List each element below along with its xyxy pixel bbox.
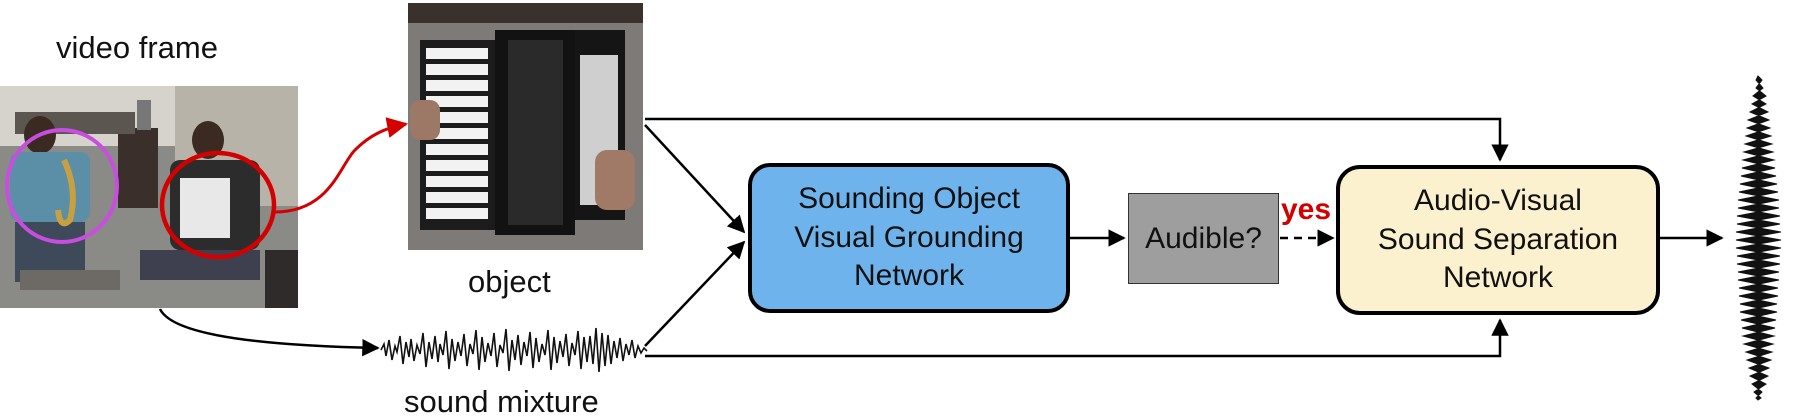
mixture-waveform [380,327,648,373]
separated-waveform [1735,75,1782,401]
grounding-line-3: Network [853,259,964,293]
video-frame-label: video frame [56,30,218,65]
object-label: object [468,264,551,299]
video-frame-photo [0,86,298,308]
crop-arrow [274,117,409,214]
visual-grounding-network-box: Sounding Object Visual Grounding Network [748,163,1070,313]
sound-separation-network-box: Audio-Visual Sound Separation Network [1336,165,1660,315]
separation-line-2: Sound Separation [1377,222,1619,256]
audible-label: Audible? [1145,221,1262,255]
audible-decision-box: Audible? [1128,193,1279,284]
grounding-line-2: Visual Grounding [794,220,1024,254]
sound-mixture-label: sound mixture [404,384,599,419]
yes-label: yes [1281,193,1332,226]
separation-line-3: Network [1442,261,1553,295]
separation-line-1: Audio-Visual [1414,184,1582,218]
accordion-crop-photo [408,3,643,250]
grounding-line-1: Sounding Object [798,182,1020,216]
